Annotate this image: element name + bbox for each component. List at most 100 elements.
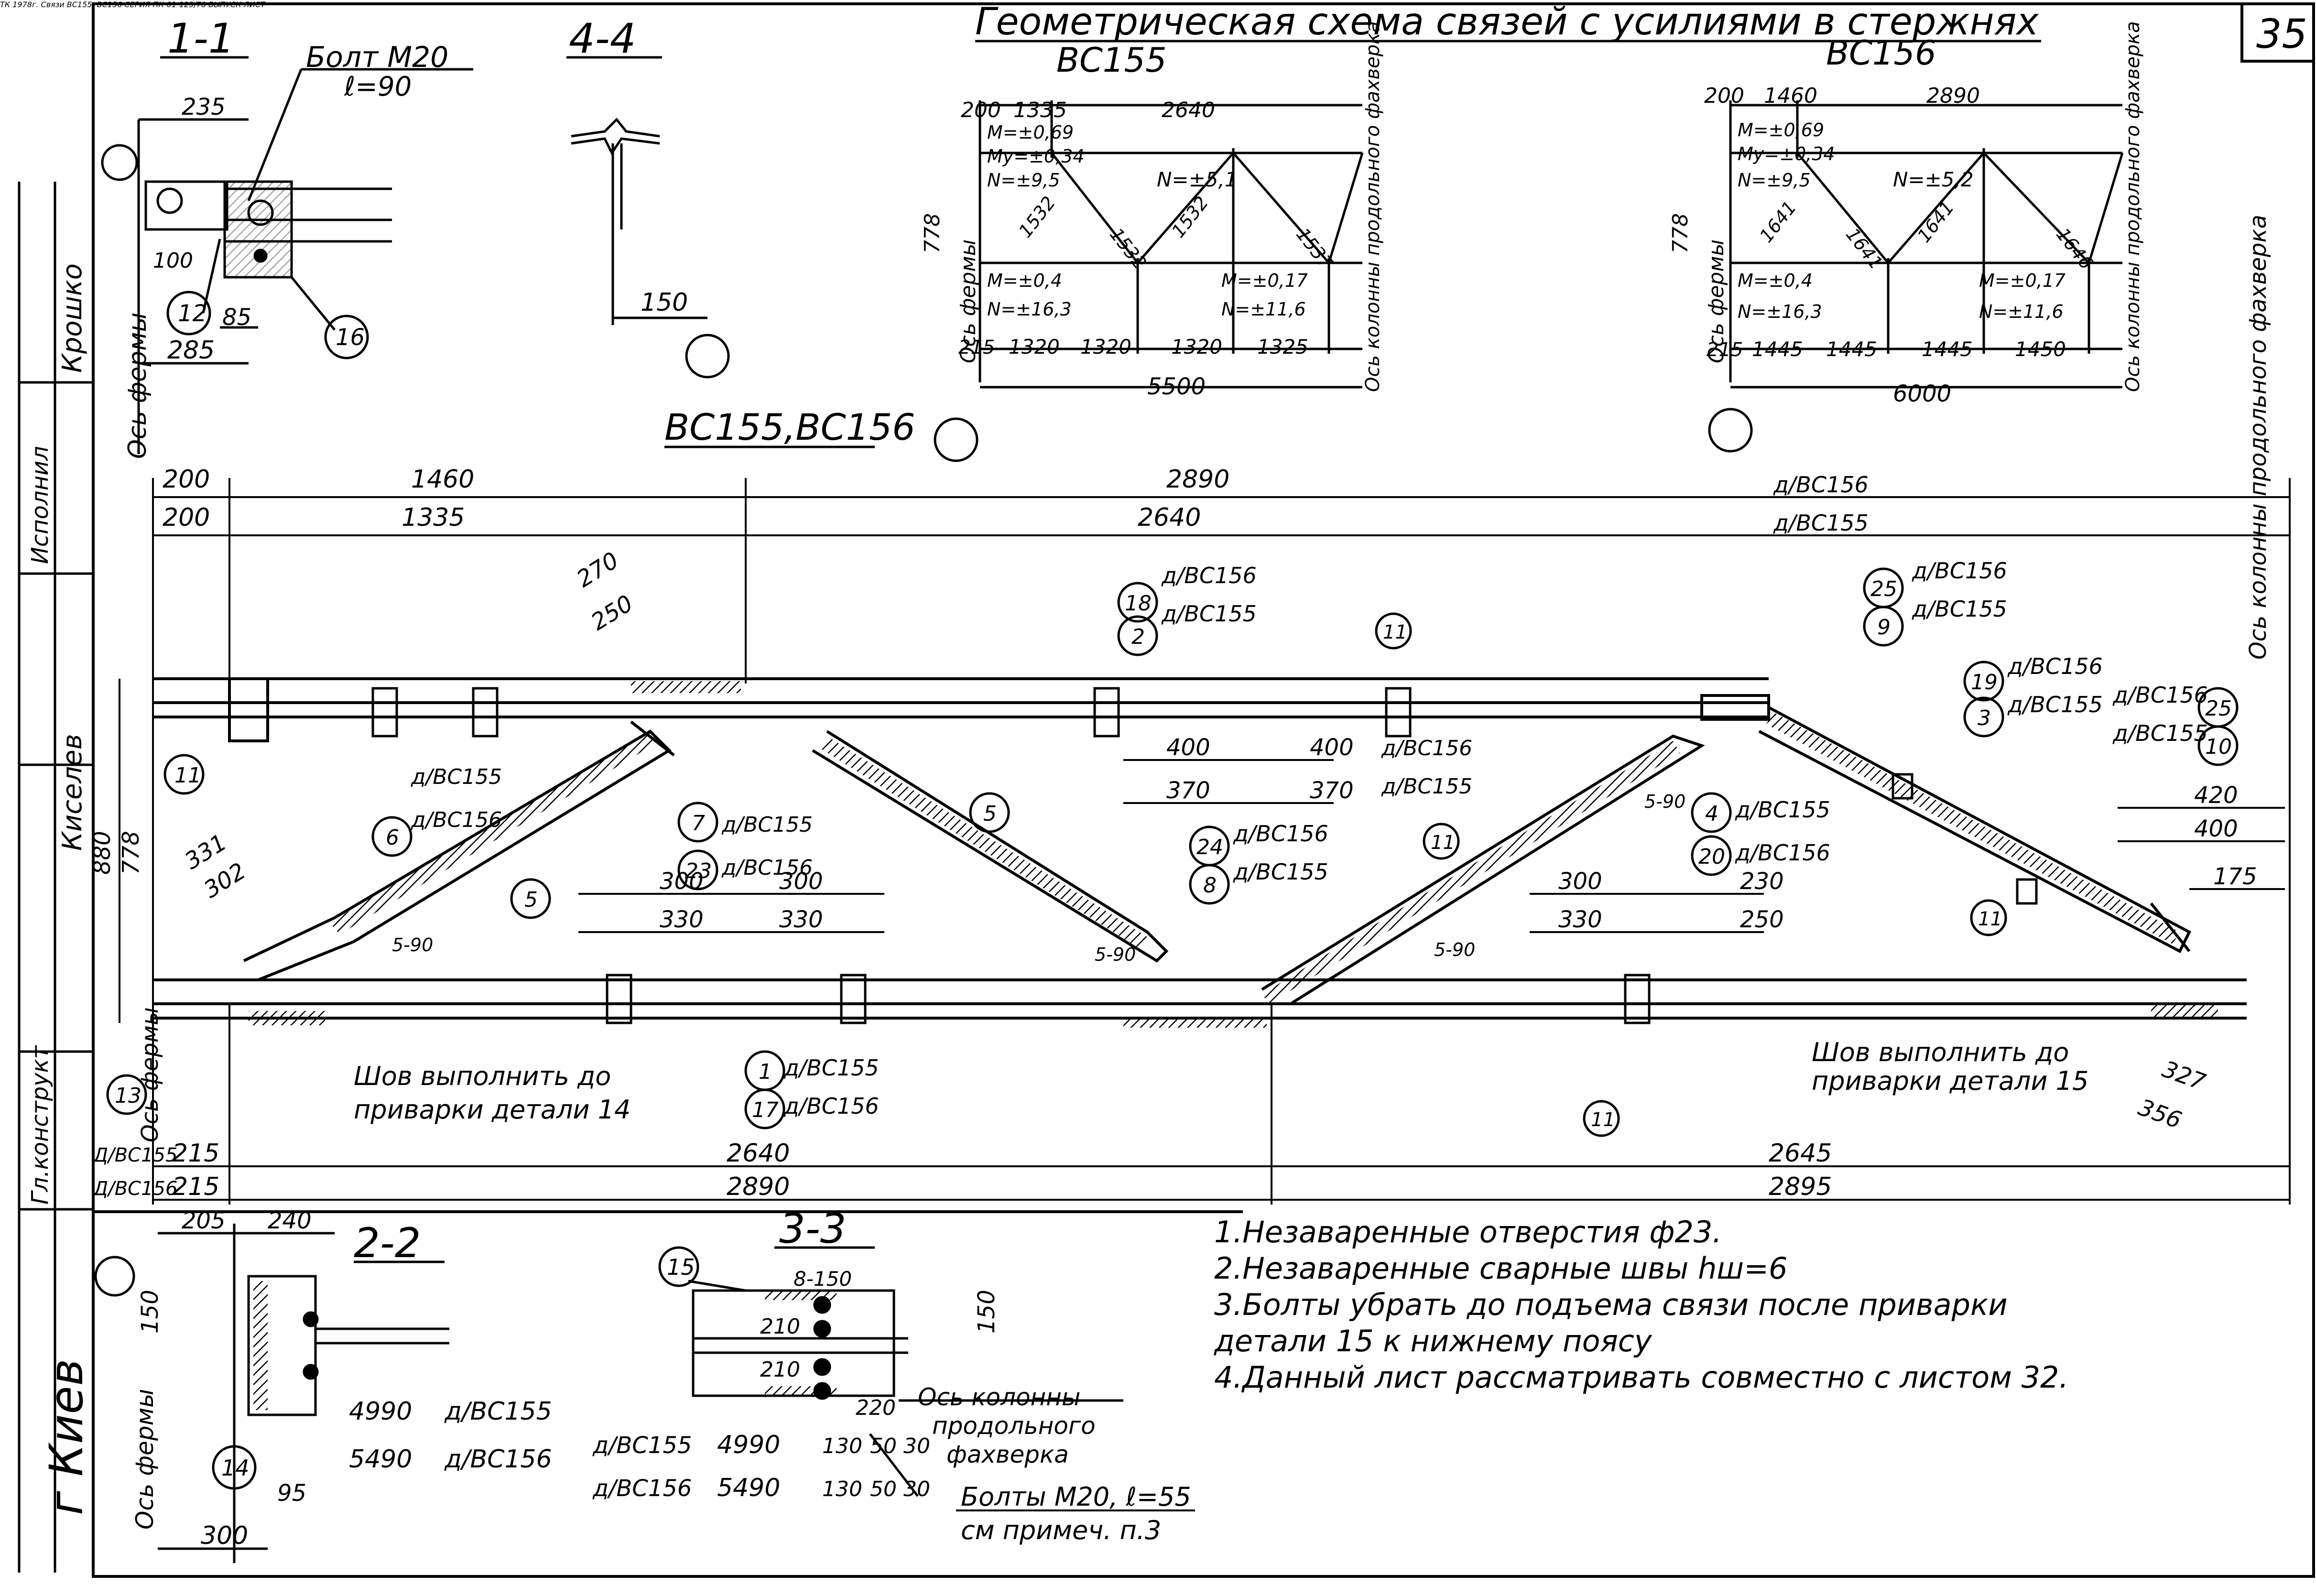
scheme-vs155-diag-4: 1537	[1292, 224, 1337, 273]
section-1-1-axis-truss: Ось фермы	[123, 313, 152, 459]
scheme-vs156-total: 6000	[1893, 380, 1951, 407]
section-3-3-part-15: 15	[667, 1254, 695, 1280]
scheme-vs155-force-N-bot: N=±16,3	[987, 299, 1072, 320]
main-view-weld-note-left-a: Шов выполнить до	[354, 1061, 611, 1091]
scheme-vs155-diag-2: 1532	[1106, 224, 1151, 273]
main-view-weld-label-1: 5-90	[392, 934, 433, 955]
main-view-axis-truss: Ось фермы	[137, 1007, 163, 1142]
main-view-bottom156-dim-2: 2895	[1769, 1173, 1832, 1201]
section-3-3-dim-130-b: 130	[822, 1477, 862, 1501]
section-2-2-title: 2-2	[354, 1219, 421, 1267]
section-3-3-title: 3-3	[779, 1205, 846, 1253]
section-3-3-axis-c: фахверка	[946, 1441, 1069, 1468]
section-1-1-dim-100: 100	[153, 249, 193, 273]
scheme-vs155-top-dim-1335: 1335	[1013, 98, 1067, 122]
main-view-dimension-lines	[119, 478, 2291, 1205]
part-mark-5-b: 5	[983, 802, 997, 826]
main-view-bottom156-dim-1: 2890	[727, 1173, 790, 1201]
main-view-top156-dim-1: 1460	[411, 465, 474, 494]
section-3-3-ref-155: д/ВС155	[592, 1432, 692, 1459]
section-3-3-axis-b: продольного	[932, 1412, 1096, 1440]
main-view-weld-note-right-c: приварки детали 15	[1812, 1066, 2088, 1096]
title-block-org: ТК	[0, 0, 11, 9]
main-view-ref-156-j: д/ВС156	[1381, 736, 1472, 760]
main-view-panel-upper-b-1: 370	[1310, 777, 1354, 804]
stamp-name-1: Крошко	[57, 263, 88, 373]
main-view-ref-155-i: д/ВС155	[2112, 720, 2208, 746]
section-3-3-dim-210-a: 210	[760, 1314, 800, 1339]
main-view-ref-155-f: д/ВС155	[1735, 797, 1830, 823]
main-view-bottom155-dim-2: 2645	[1769, 1139, 1832, 1168]
main-view-top-ref-155: д/ВС155	[1773, 510, 1869, 536]
section-2-2-dim-240: 240	[268, 1207, 312, 1234]
section-1-1-bolt: Болт М20	[306, 41, 448, 74]
part-mark-6: 6	[386, 825, 399, 850]
scheme-vs156-diag-3: 1641	[1913, 197, 1958, 246]
stamp-role-1: Гл.конструкт	[27, 1044, 54, 1205]
main-view-weld-hatch-4	[249, 1011, 325, 1025]
part-mark-23: 23	[685, 859, 712, 883]
section-4-4-dim-150: 150	[641, 288, 688, 317]
part-mark-3: 3	[1978, 706, 1991, 730]
main-view-ref-155-c: д/ВС155	[1161, 601, 1257, 627]
scheme-vs155-axis-column: Ось колонны продольного фахверка	[1362, 21, 1384, 392]
section-3-3-dim-4990: 4990	[717, 1431, 780, 1459]
section-3-3-dim-5490: 5490	[717, 1474, 780, 1502]
section-3-3-dim-150: 150	[973, 1290, 1000, 1334]
scheme-vs155-total: 5500	[1147, 373, 1206, 400]
sheet-frame	[92, 2, 2315, 1578]
scheme-vs155-bottom-dim-215: 215	[958, 337, 995, 358]
main-view-top155-dim-1: 1335	[402, 503, 465, 532]
main-view-panel-lower-b-2: 330	[1558, 906, 1602, 933]
main-view-panel-lower-3: 230	[1740, 868, 1784, 895]
scheme-vs156-top-dim-1460: 1460	[1764, 84, 1817, 108]
part-mark-1: 1	[759, 1060, 772, 1084]
part-mark-17: 17	[752, 1098, 779, 1122]
part-mark-25-a: 25	[1870, 577, 1897, 601]
part-mark-18: 18	[1125, 591, 1152, 616]
scheme-vs155-force-M-right: M=±0,17	[1221, 270, 1308, 291]
main-view-ref-155-g: д/ВС155	[1912, 596, 2007, 622]
part-mark-11-a: 11	[174, 763, 201, 788]
section-4-4-title: 4-4	[569, 15, 636, 63]
scheme-vs156-bottom-dim-215: 215	[1707, 339, 1743, 361]
scheme-vs156-bottom-dim-2: 1445	[1826, 337, 1877, 361]
scheme-vs156-diag-2: 1641	[1842, 224, 1887, 273]
main-view-top156-dim-0: 200	[163, 465, 210, 494]
part-mark-4: 4	[1705, 802, 1718, 826]
section-2-2-dim-150: 150	[137, 1290, 163, 1334]
part-mark-13: 13	[115, 1084, 141, 1108]
section-2-2-dim-300: 300	[201, 1521, 248, 1550]
main-view-dim-420: 420	[2194, 782, 2238, 809]
section-3-3-hatch-bottom	[765, 1386, 837, 1396]
main-view-ref-156-e: д/ВС156	[1233, 821, 1328, 847]
scheme-vs156-diag-4: 1646	[2052, 224, 2097, 273]
part-mark-20: 20	[1698, 845, 1725, 869]
scheme-vs155-bottom-dim-3: 1320	[1171, 335, 1222, 358]
scheme-vs155-force-M: M=±0,69	[987, 122, 1074, 143]
scheme-vs155-axis-truss: Ось фермы	[956, 239, 980, 363]
scheme-vs156-force-N-bot: N=±16,3	[1738, 301, 1822, 322]
main-view-diagonal-hatches	[330, 712, 2180, 1004]
section-2-2-hatch	[253, 1281, 268, 1410]
scheme-vs156-title: ВС156	[1826, 33, 1936, 73]
main-view-panel-lower-b-3: 250	[1740, 906, 1784, 933]
part-mark-24: 24	[1196, 835, 1223, 859]
section-2-2-ref-156: д/ВС156	[444, 1445, 552, 1474]
main-view-ref-156-g: д/ВС156	[1912, 558, 2007, 584]
main-view-top156-dim-2: 2890	[1166, 465, 1229, 494]
section-1-1-part-12: 12	[178, 300, 207, 327]
main-view-ref-156-i: д/ВС156	[2112, 682, 2208, 708]
scheme-vs156-bottom-dim-1: 1445	[1752, 337, 1803, 361]
part-mark-25-b: 25	[2205, 696, 2232, 721]
scheme-vs156-height: 778	[1668, 213, 1693, 253]
section-1-1-dim-235: 235	[182, 94, 226, 120]
main-view-title: ВС155,ВС156	[664, 406, 915, 448]
main-view-ref-155-b: д/ВС155	[721, 813, 813, 837]
scheme-vs155-force-N-right: N=±11,6	[1221, 299, 1306, 320]
main-view-ref-156-h: д/ВС156	[2007, 653, 2103, 679]
scheme-vs156	[1708, 100, 2124, 453]
scheme-vs156-force-My: My=±0,34	[1738, 143, 1835, 164]
section-2-2-dim-205: 205	[182, 1207, 226, 1234]
